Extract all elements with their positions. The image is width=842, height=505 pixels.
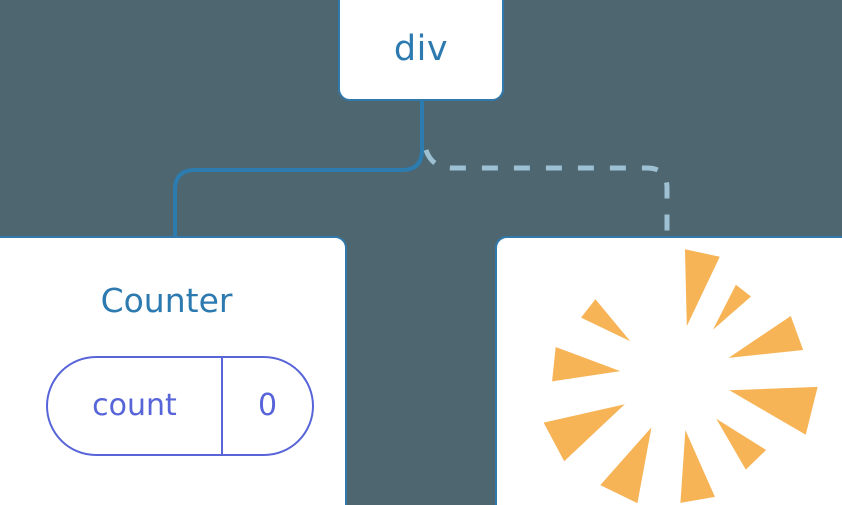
sparkle-ray-2 (728, 315, 803, 358)
sparkle-ray-5 (679, 430, 715, 503)
tree-node-counter[interactable]: Counter count 0 (0, 236, 347, 505)
counter-node-title: Counter (100, 281, 233, 320)
prop-value-label: 0 (257, 388, 278, 423)
connector-div-to-loading (423, 149, 670, 240)
sparkle-ray-8 (551, 347, 620, 382)
sparkle-burst-icon (543, 249, 818, 504)
sparkle-ray-0 (684, 249, 720, 327)
connector-div-to-counter (173, 101, 424, 240)
prop-key-label: count (48, 358, 223, 454)
tree-node-loading[interactable] (495, 236, 842, 505)
sparkle-ray-7 (543, 404, 625, 462)
div-node-label: div (393, 29, 449, 69)
prop-pill-count[interactable]: count 0 (46, 356, 314, 456)
sparkle-ray-6 (599, 427, 651, 504)
sparkle-ray-1 (712, 284, 751, 330)
sparkle-ray-9 (580, 299, 630, 342)
sparkle-ray-3 (728, 386, 818, 435)
sparkle-ray-4 (715, 418, 766, 470)
tree-node-div[interactable]: div (338, 0, 504, 101)
